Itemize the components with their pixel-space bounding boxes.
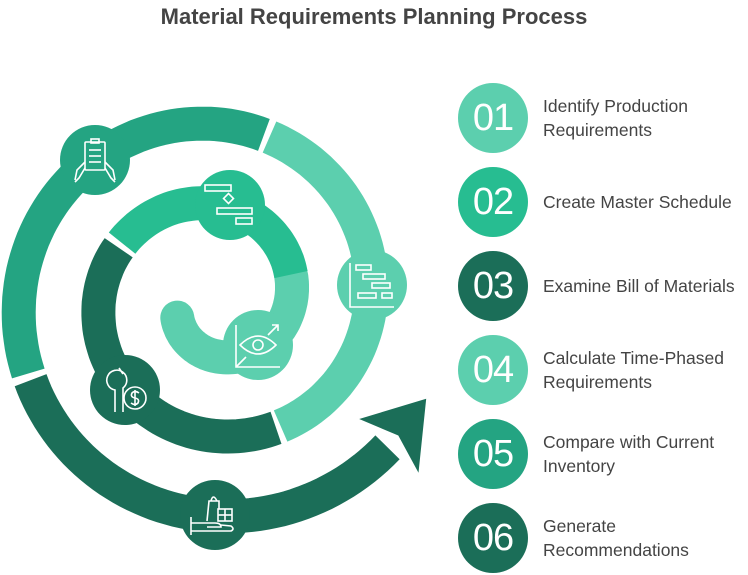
step-label: Examine Bill of Materials [543,276,735,296]
eye-chart-icon [223,310,293,380]
arrowhead [359,398,427,473]
gantt-flow-icon [195,170,265,240]
step-label: Create Master Schedule [543,192,732,212]
step-02: 02 Create Master Schedule [458,167,748,237]
step-number-badge: 03 [458,251,528,321]
diagram-title: Material Requirements Planning Process [160,4,588,29]
step-03: 03 Examine Bill of Materials [458,251,748,321]
step-number-badge: 02 [458,167,528,237]
step-label: Generate Recommendations [543,516,689,560]
step-label: Calculate Time-Phased Requirements [543,348,724,392]
gantt-chart-icon [337,250,407,320]
step-number-badge: 04 [458,335,528,405]
step-05: 05 Compare with Current Inventory [458,419,748,489]
wrench-dollar-icon [90,355,160,425]
step-label: Compare with Current Inventory [543,432,715,476]
step-number-badge: 01 [458,83,528,153]
step-04: 04 Calculate Time-Phased Requirements [458,335,748,405]
hand-gift-icon [180,480,250,550]
step-number-badge: 06 [458,503,528,573]
clipboard-hands-icon [60,125,130,195]
step-number-badge: 05 [458,419,528,489]
step-01: 01 Identify Production Requirements [458,83,748,153]
step-06: 06 Generate Recommendations [458,503,748,573]
step-label: Identify Production Requirements [543,96,688,140]
